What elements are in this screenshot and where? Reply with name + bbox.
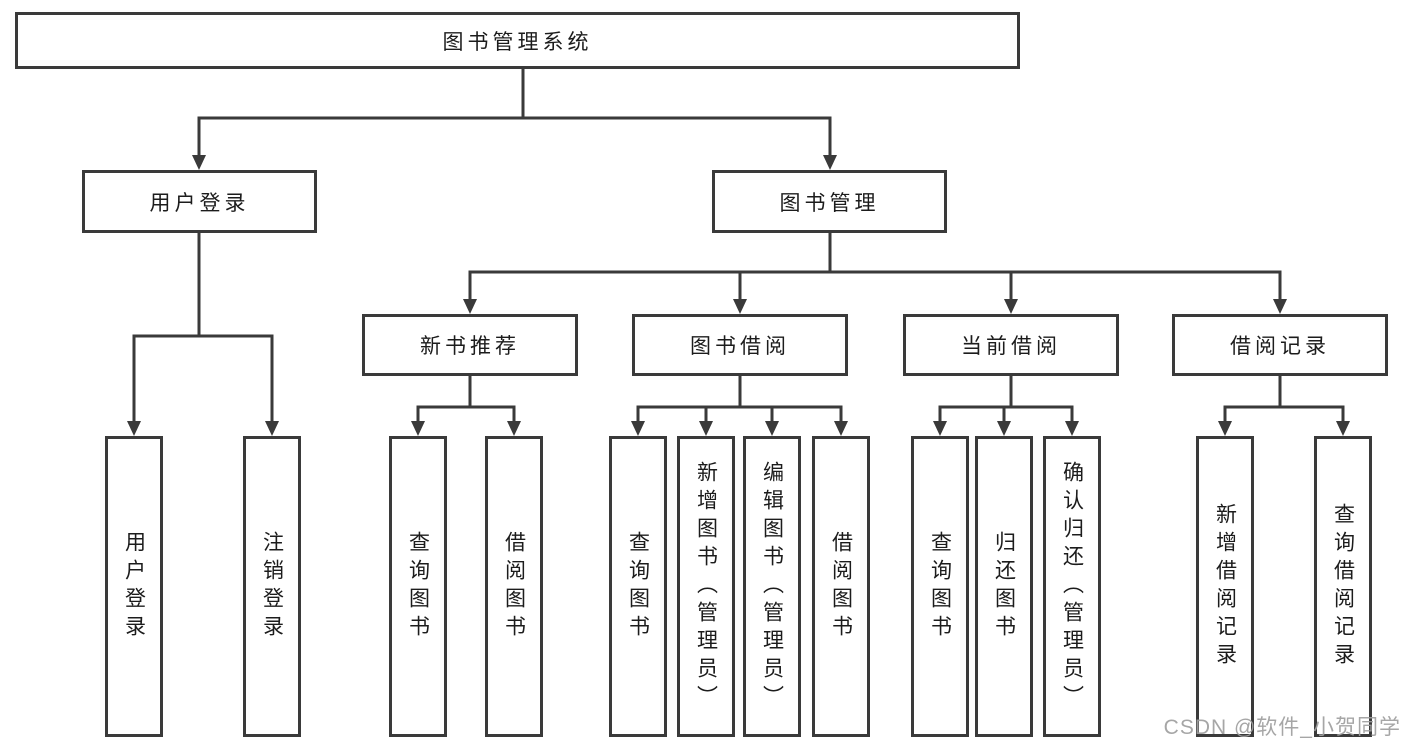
leaf-borrow-books-recommend: 借阅图书	[485, 436, 543, 737]
leaf-add-borrow-record: 新增借阅记录	[1196, 436, 1254, 737]
leaf-return-book: 归还图书	[975, 436, 1033, 737]
edges-current-borrow-children	[933, 376, 1079, 436]
edges-book-borrow-children	[631, 376, 848, 436]
edges-root-to-level2	[192, 69, 837, 170]
leaf-query-borrow-record: 查询借阅记录	[1314, 436, 1372, 737]
edges-borrow-record-children	[1218, 376, 1350, 436]
watermark: CSDN @软件_小贺同学	[1163, 716, 1401, 739]
leaf-edit-book-admin: 编辑图书（管理员）	[743, 436, 801, 737]
leaf-user-login: 用户登录	[105, 436, 163, 737]
leaf-query-books-borrow: 查询图书	[609, 436, 667, 737]
edges-user-login-children	[127, 233, 279, 436]
tree-edges	[127, 69, 1350, 436]
leaf-query-books-current: 查询图书	[911, 436, 969, 737]
edges-book-management-children	[463, 233, 1287, 314]
leaf-add-book-admin: 新增图书（管理员）	[677, 436, 735, 737]
leaf-logout: 注销登录	[243, 436, 301, 737]
leaf-borrow-books-borrow: 借阅图书	[812, 436, 870, 737]
edges-new-book-children	[411, 376, 521, 436]
node-new-book-recommend: 新书推荐	[362, 314, 578, 376]
node-book-borrow: 图书借阅	[632, 314, 848, 376]
leaf-query-books-recommend: 查询图书	[389, 436, 447, 737]
node-library-system: 图书管理系统	[15, 12, 1020, 69]
node-borrow-records: 借阅记录	[1172, 314, 1388, 376]
leaf-confirm-return-admin: 确认归还（管理员）	[1043, 436, 1101, 737]
node-user-login: 用户登录	[82, 170, 317, 233]
node-current-borrow: 当前借阅	[903, 314, 1119, 376]
node-book-management: 图书管理	[712, 170, 947, 233]
